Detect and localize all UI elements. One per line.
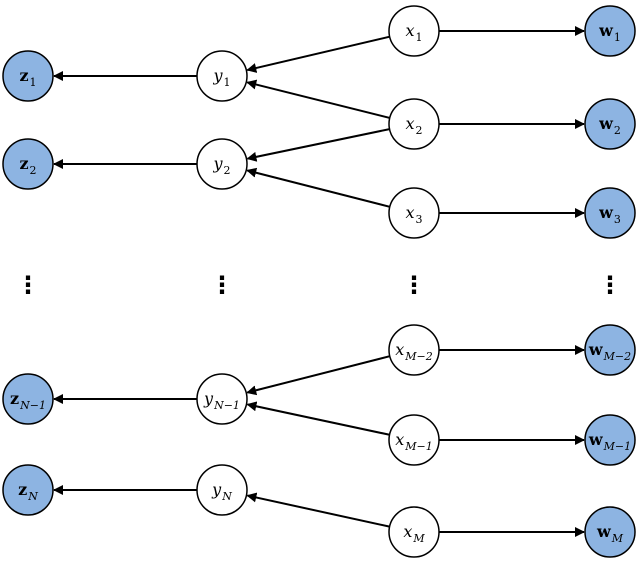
node-label: z2	[19, 154, 36, 177]
edge-x1-to-y1	[246, 35, 390, 73]
node-circle	[584, 187, 636, 239]
node-x1: x1	[388, 5, 440, 57]
edge-xM1-to-yN1	[246, 401, 390, 436]
node-wM1: wM−1	[584, 414, 636, 466]
node-circle	[388, 324, 440, 376]
node-label: xM−2	[395, 340, 433, 363]
node-label: y1	[212, 66, 230, 89]
node-label: zN	[18, 480, 38, 503]
node-z2: z2	[2, 138, 54, 190]
node-circle	[584, 414, 636, 466]
node-label: x1	[405, 21, 422, 44]
node-wM: wM	[584, 506, 636, 558]
ellipsis-w: ⋮	[598, 271, 622, 299]
edge-x2-to-y2	[246, 128, 390, 162]
node-label: xM−1	[395, 430, 433, 453]
node-label: yN	[211, 480, 232, 503]
node-circle	[196, 464, 248, 516]
node-label: w2	[598, 114, 621, 137]
node-xM: xM	[388, 506, 440, 558]
nodes: z1 z2 zN−1 zN y1 y2 yN−1 yN x1 x2 x3 xM−2 xM−1 xM w1 w2…	[2, 5, 636, 558]
node-circle	[584, 324, 636, 376]
node-circle	[388, 98, 440, 150]
node-circle	[2, 464, 54, 516]
edge-x2-to-y1	[246, 79, 390, 119]
node-circle	[584, 5, 636, 57]
node-label: wM	[596, 522, 624, 545]
node-circle	[584, 98, 636, 150]
ellipsis-y: ⋮	[210, 271, 234, 299]
node-circle	[388, 506, 440, 558]
node-zN: zN	[2, 464, 54, 516]
edges	[53, 26, 585, 537]
node-label: xM	[403, 522, 425, 545]
node-w1: w1	[584, 5, 636, 57]
node-circle	[2, 50, 54, 102]
node-circle	[196, 50, 248, 102]
node-xM2: xM−2	[388, 324, 440, 376]
node-circle	[196, 138, 248, 190]
node-label: z1	[19, 66, 36, 89]
node-label: zN−1	[10, 389, 46, 412]
ellipsis-row: ⋮ ⋮ ⋮ ⋮	[16, 271, 622, 299]
node-circle	[388, 414, 440, 466]
edge-x3-to-y2	[246, 167, 391, 208]
node-w3: w3	[584, 187, 636, 239]
ellipsis-z: ⋮	[16, 271, 40, 299]
node-circle	[2, 138, 54, 190]
node-yN1: yN−1	[196, 373, 248, 425]
node-label: x3	[405, 203, 422, 226]
node-xM1: xM−1	[388, 414, 440, 466]
node-label: x2	[405, 114, 422, 137]
node-label: w1	[598, 21, 621, 44]
node-label: wM−1	[588, 430, 631, 453]
node-yN: yN	[196, 464, 248, 516]
node-label: w3	[598, 203, 621, 226]
node-label: yN−1	[203, 389, 240, 412]
node-circle	[388, 5, 440, 57]
node-z1: z1	[2, 50, 54, 102]
ellipsis-x: ⋮	[402, 271, 426, 299]
node-circle	[388, 187, 440, 239]
edge-xM2-to-yN1	[246, 355, 391, 396]
node-y1: y1	[196, 50, 248, 102]
node-label: y2	[212, 154, 230, 177]
node-x3: x3	[388, 187, 440, 239]
node-circle	[584, 506, 636, 558]
edge-xM-to-yN	[246, 492, 390, 528]
node-y2: y2	[196, 138, 248, 190]
node-x2: x2	[388, 98, 440, 150]
node-circle	[2, 373, 54, 425]
node-circle	[196, 373, 248, 425]
node-label: wM−2	[588, 340, 631, 363]
node-wM2: wM−2	[584, 324, 636, 376]
node-zN1: zN−1	[2, 373, 54, 425]
node-w2: w2	[584, 98, 636, 150]
